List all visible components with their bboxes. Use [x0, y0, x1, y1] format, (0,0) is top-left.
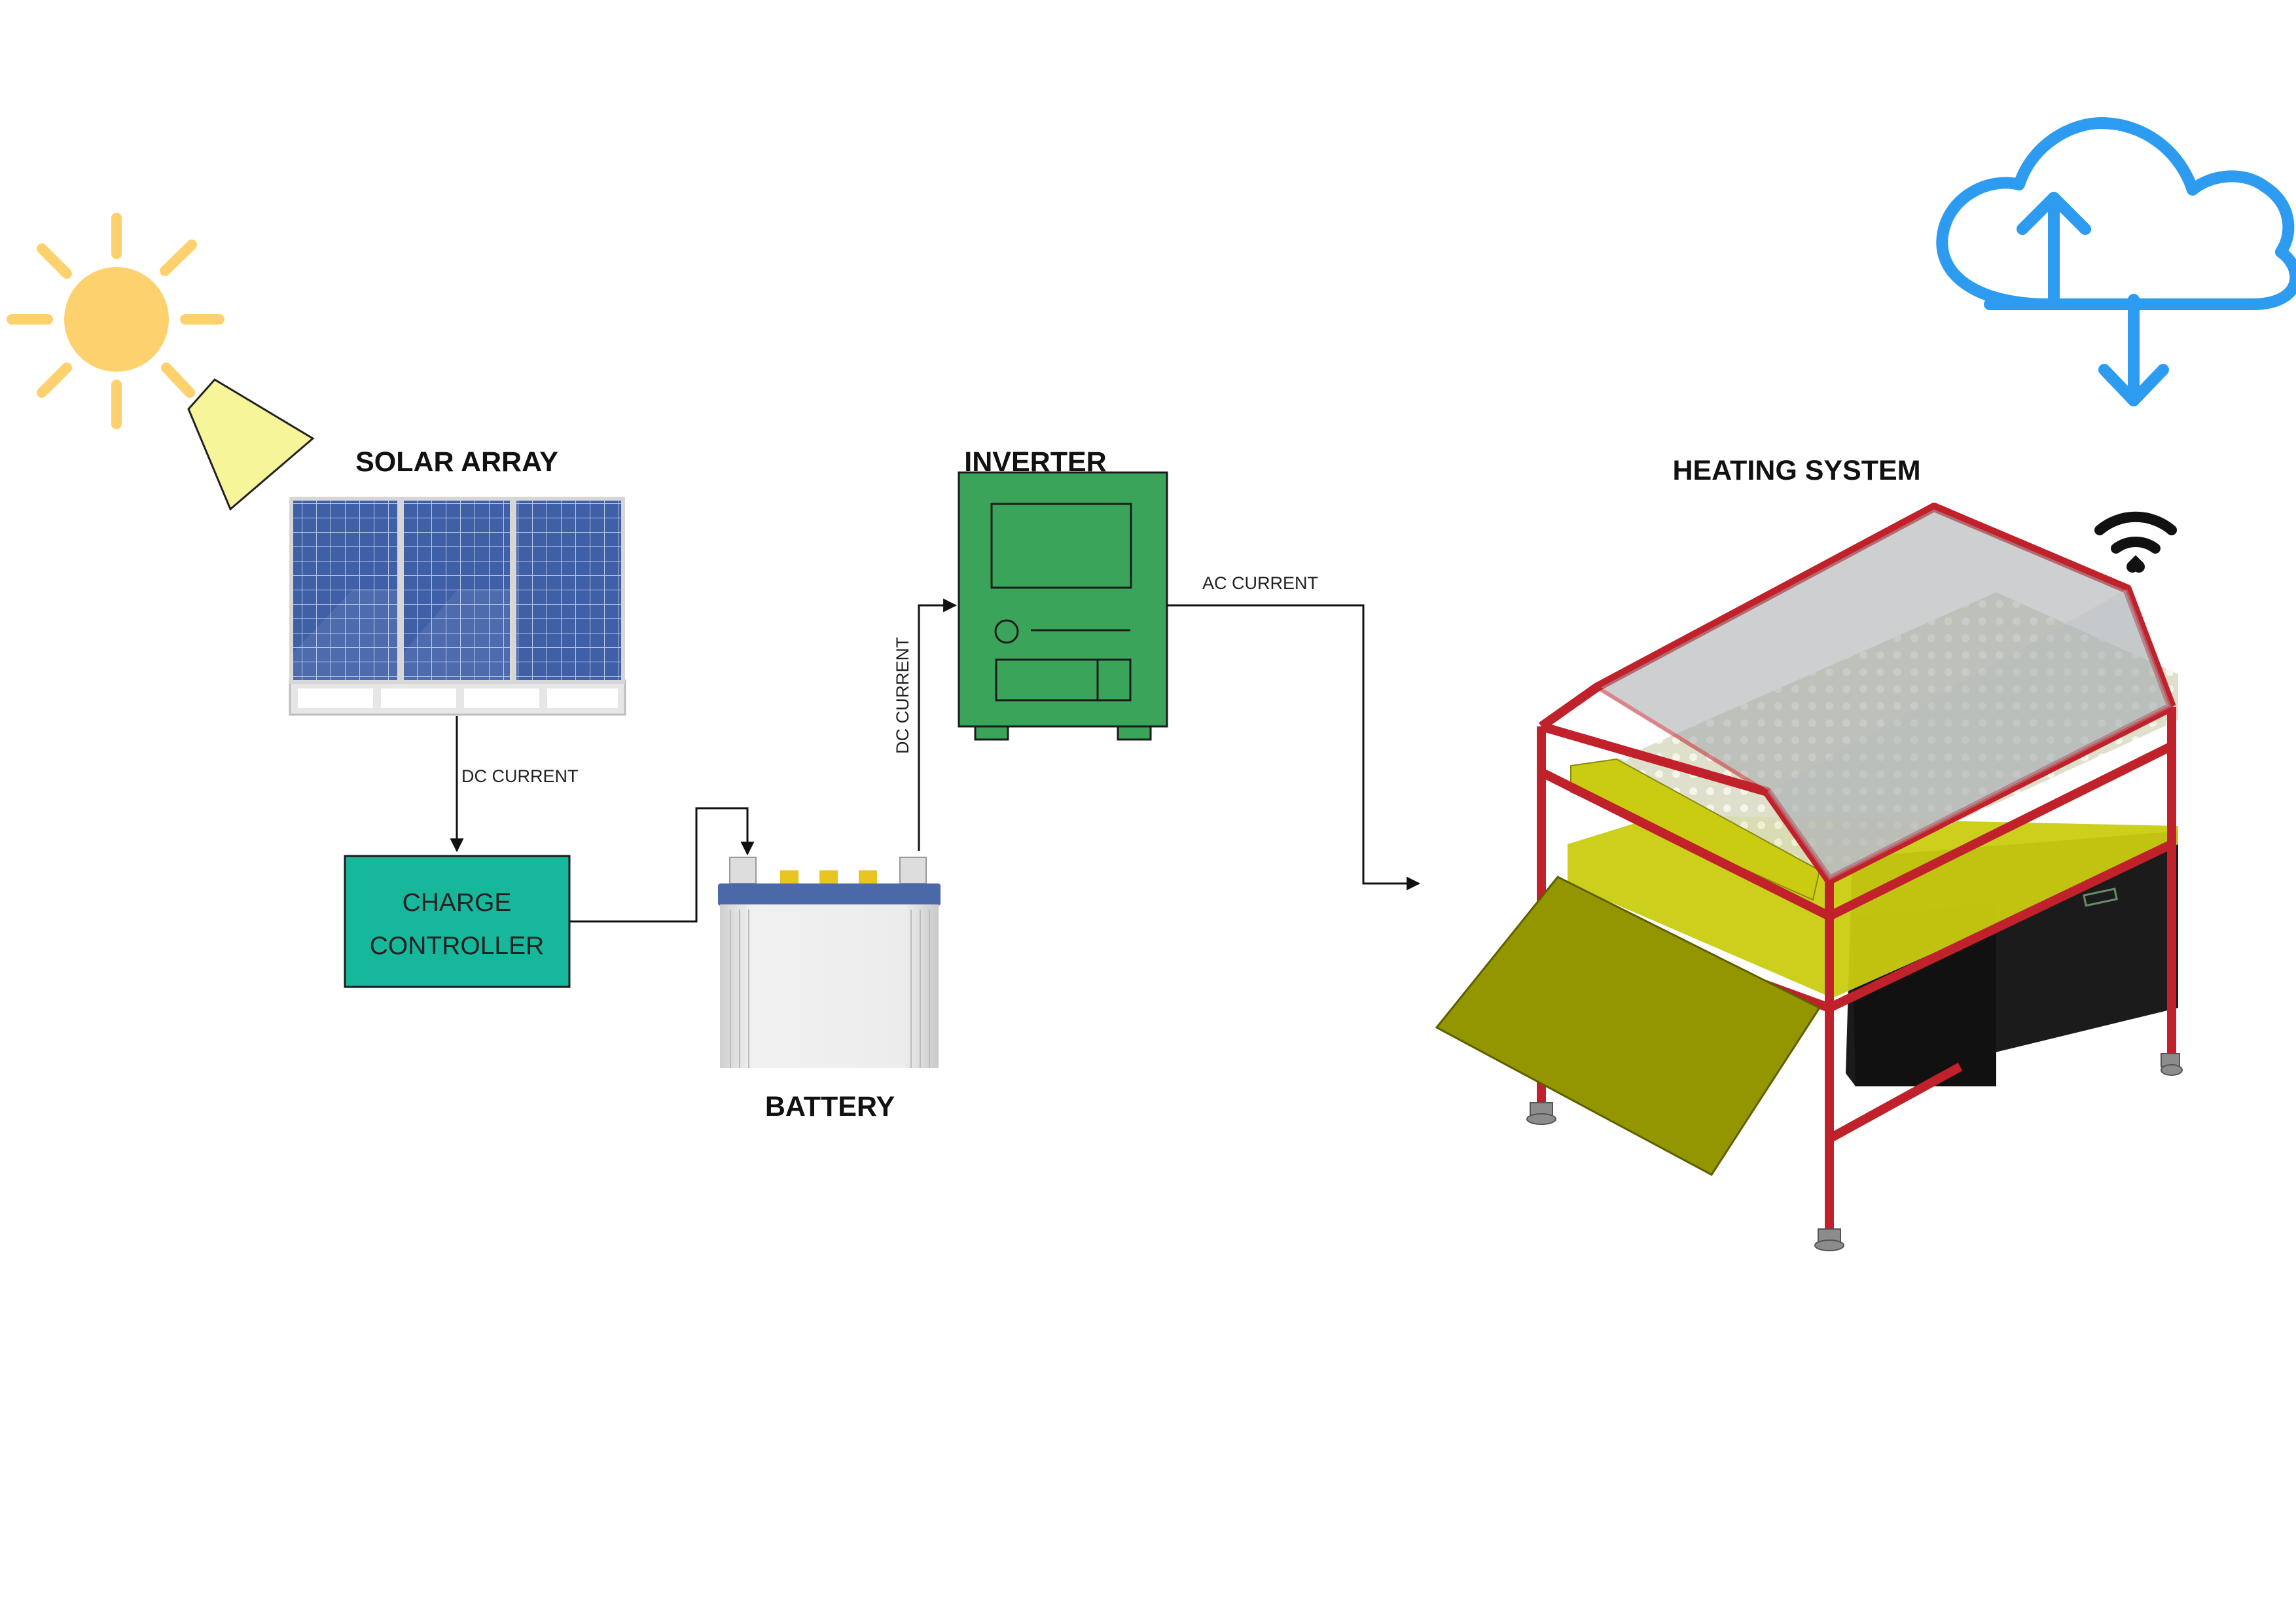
- solar-panel-1: [289, 497, 401, 684]
- inverter-knob: [994, 619, 1019, 644]
- charge-controller-label-line2: CONTROLLER: [370, 932, 545, 960]
- heating-system-label: HEATING SYSTEM: [1672, 455, 1920, 486]
- charge-controller: CHARGE CONTROLLER: [344, 855, 571, 988]
- ac-current-label: AC CURRENT: [1202, 573, 1318, 593]
- solar-array: [289, 497, 626, 716]
- cloud-sync-icon: [1936, 117, 2296, 406]
- wire-inverter-to-heater: [1167, 604, 1421, 891]
- solar-panel-3: [512, 497, 625, 684]
- solar-array-label: SOLAR ARRAY: [355, 446, 558, 478]
- heater-door: [1435, 876, 1821, 1176]
- inverter-display: [990, 503, 1132, 589]
- inverter: [958, 471, 1168, 741]
- solar-panel-2: [400, 497, 514, 684]
- lamp-icon: [187, 378, 315, 511]
- sun-icon: [7, 213, 224, 429]
- wire-battery-to-inverter: [918, 598, 958, 851]
- charge-controller-label-line1: CHARGE: [403, 889, 512, 917]
- dc-current-label-2: DC CURRENT: [893, 637, 912, 755]
- battery: [718, 857, 941, 1068]
- heater-glass-roof: [1592, 505, 2174, 883]
- heating-system: [1435, 503, 2183, 1251]
- dc-current-label-1: DC CURRENT: [461, 766, 579, 786]
- battery-label: BATTERY: [765, 1091, 895, 1122]
- wifi-icon: [2094, 511, 2177, 573]
- wire-controller-to-battery: [569, 807, 755, 923]
